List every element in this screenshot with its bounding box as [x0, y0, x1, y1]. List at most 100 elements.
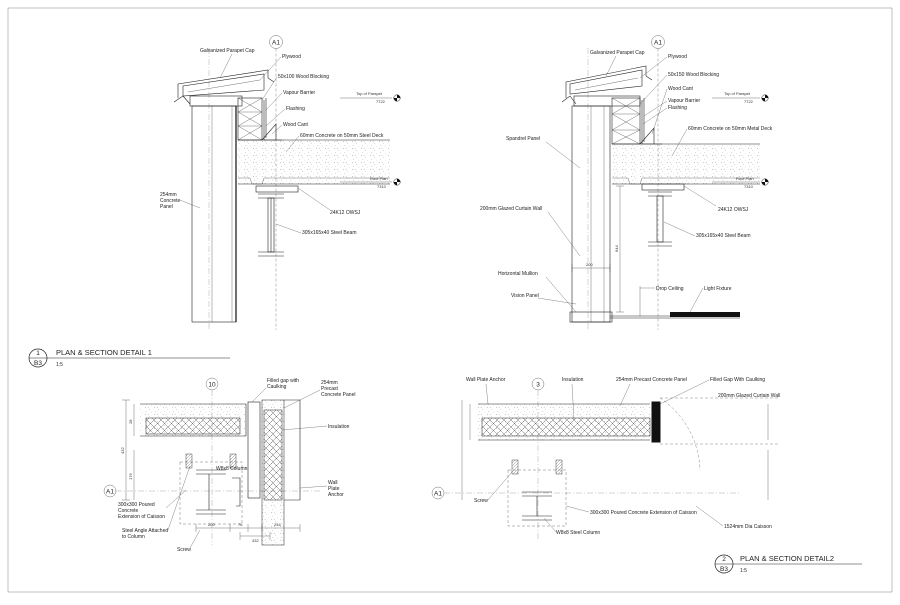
level-value: 7722 [376, 99, 386, 104]
horizontal-mullion [569, 311, 613, 323]
caisson-extension [507, 469, 567, 527]
dim-176: 176 [128, 450, 135, 500]
label-column: W8x8 Steel Column [556, 530, 600, 536]
label-joist: 24K12 OWSJ [330, 210, 361, 216]
dim-value: 176 [128, 473, 133, 480]
title-name: PLAN & SECTION DETAIL 1 [56, 348, 152, 357]
label-flashing: Flashing [286, 106, 305, 112]
steel-beam [258, 193, 284, 257]
label-deck: 60mm Concrete on 50mm Steel Deck [300, 133, 384, 139]
steel-beam [648, 191, 672, 247]
dim-432h: 432 [252, 538, 259, 543]
label-beam: 305x165x40 Steel Beam [696, 233, 750, 239]
label-wood-cant: Wood Cant [668, 86, 694, 92]
flashing [263, 100, 282, 141]
filled-gap [651, 401, 661, 443]
label-screw: Screw [474, 498, 488, 504]
label-deck: 60mm Concrete on 50mm Metal Deck [688, 126, 773, 132]
light-fixture [670, 312, 740, 317]
level-marker-parapet: Top of Parapet 7722 [712, 91, 769, 104]
level-name: Roof Plan [736, 176, 754, 181]
plan-detail-2: 3 A1 Wall Plate Anchor Insulation 254mm … [431, 377, 780, 540]
parapet-cap [565, 65, 653, 98]
label-caisson-ext: 300x300 Poured Concrete Extension of Cai… [590, 510, 697, 516]
parapet-cap [177, 69, 275, 98]
title-scale: 1:5 [56, 362, 63, 368]
grid-letter: A1 [106, 489, 114, 496]
roof-slab [238, 140, 390, 184]
label-mullion: Horizontal Mullion [498, 271, 538, 277]
label-plywood: Plywood [282, 54, 301, 60]
dim-254: 254 [274, 522, 281, 527]
title-scale: 1:5 [740, 568, 747, 574]
title-name: PLAN & SECTION DETAIL2 [740, 554, 834, 563]
dim-value: 200 [586, 262, 593, 267]
dim-value: 432 [120, 447, 125, 454]
dim-value: 644 [614, 245, 619, 252]
grid-bubble-label: A1 [654, 40, 662, 47]
level-value: 7310 [377, 184, 387, 189]
level-name: Roof Plan [370, 176, 388, 181]
grid-number: 3 [536, 382, 540, 389]
grid-letter: A1 [434, 491, 442, 498]
level-marker-parapet: Top of Parapet 7722 [340, 91, 401, 104]
label-blocking: 50x150 Wood Blocking [668, 72, 719, 78]
label-vapour-barrier: Vapour Barrier [283, 90, 315, 96]
dim-horizontal-row: 200 76 254 432 [195, 522, 301, 543]
sheet-border [7, 7, 893, 593]
plywood [182, 73, 265, 97]
label-filled-gap: Filled Gap With Caulking [710, 377, 765, 383]
label-curtain-wall: 200mm Glazed Curtain Wall [480, 206, 542, 212]
section-detail-1: A1 Galvanized Parapet Cap Plywoo [160, 35, 401, 330]
section-detail-2: A1 [480, 35, 773, 330]
label-parapet-cap: Galvanized Parapet Cap [200, 48, 255, 54]
title-block-2: 2 B3 PLAN & SECTION DETAIL2 1:5 [714, 554, 862, 574]
level-marker-roof: Roof Plan 7310 [340, 176, 401, 189]
dim-76: 76 [238, 522, 243, 527]
label-insulation: Insulation [328, 424, 350, 430]
title-number: 2 [722, 556, 726, 563]
title-sheet: B3 [34, 360, 42, 367]
label-wall-plate-anchor: Wall Plate Anchor [466, 377, 506, 383]
label-light-fixture: Light Fixture [704, 286, 732, 292]
wall-plate-anchor [284, 399, 301, 501]
w8x8-column [196, 469, 226, 515]
label-caisson: 1524mm Dia Caisson [724, 524, 772, 530]
w8x8-steel-column [522, 491, 552, 521]
label-column: W8x8 Column [216, 466, 248, 472]
dimension-height: 644 [614, 185, 624, 313]
level-name: Top of Parapet [356, 91, 383, 96]
title-number: 1 [36, 350, 40, 357]
caisson-outline [659, 397, 701, 471]
label-screw: Screw [177, 547, 191, 553]
label-joist: 24K12 OWSJ [718, 207, 749, 213]
label-insulation: Insulation [562, 377, 584, 383]
label-vapour-barrier: Vapour Barrier [668, 98, 700, 104]
dim-value: 28 [128, 419, 133, 424]
label-beam: 305x165x40 Steel Beam [302, 230, 356, 236]
dim-28: 28 [128, 404, 135, 436]
insulation [145, 417, 241, 435]
flashing [641, 100, 662, 145]
level-value: 7310 [744, 184, 754, 189]
dim-200: 200 [208, 522, 215, 527]
label-drop-ceiling: Drop Ceiling [656, 286, 684, 292]
label-precast: 254mm Precast Concrete Panel [616, 377, 687, 383]
label-curtain-wall: 200mm Glazed Curtain Wall [718, 393, 780, 399]
dimension-width: 200 [571, 262, 611, 272]
title-block-1: 1 B3 PLAN & SECTION DETAIL 1 1:5 [28, 348, 230, 368]
label-spandrel: Spandrel Panel [506, 136, 540, 142]
level-value: 7722 [744, 99, 754, 104]
label-blocking: 50x100 Wood Blocking [278, 74, 329, 80]
roof-slab [612, 144, 760, 184]
caisson-extension [179, 461, 243, 525]
plan-detail-1: 10 A1 432 28 17 [103, 377, 355, 553]
concrete-panel [191, 105, 237, 323]
label-vision-panel: Vision Panel [511, 293, 539, 299]
wood-cant [261, 123, 277, 141]
